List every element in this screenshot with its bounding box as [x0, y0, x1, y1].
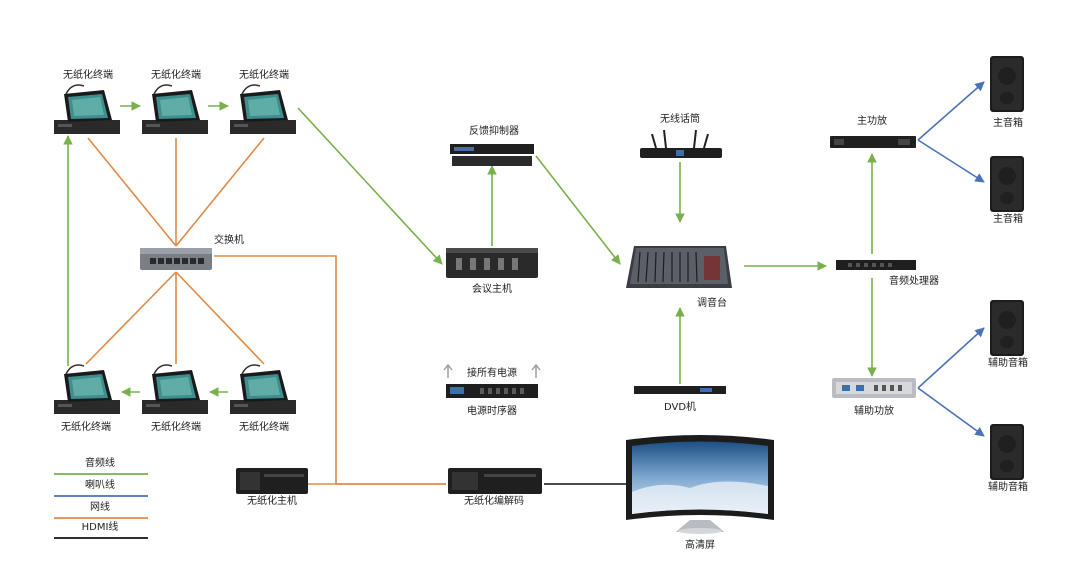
svg-text:无纸化终端: 无纸化终端 — [63, 68, 113, 81]
svg-text:无纸化主机: 无纸化主机 — [247, 494, 297, 507]
audio-arrow-t3-mixhost — [297, 107, 443, 265]
svg-text:会议主机: 会议主机 — [472, 282, 512, 295]
terminal-top-1: 无纸化终端 — [53, 68, 121, 135]
svg-text:主功放: 主功放 — [857, 114, 887, 127]
terminal-top-3: 无纸化终端 — [229, 68, 297, 135]
svg-text:接所有电源: 接所有电源 — [467, 366, 517, 379]
hd-screen: 高清屏 — [626, 435, 774, 551]
svg-text:音频处理器: 音频处理器 — [889, 274, 939, 287]
audio-processor: 音频处理器 — [836, 260, 939, 287]
conference-host: 会议主机 — [446, 248, 538, 295]
main-speaker-1: 主音箱 — [990, 56, 1024, 129]
spk-line-aux1 — [917, 327, 985, 389]
legend-label-speaker: 喇叭线 — [85, 478, 115, 491]
net-line-t3 — [175, 137, 265, 247]
svg-text:无纸化终端: 无纸化终端 — [151, 420, 201, 433]
svg-text:无纸化终端: 无纸化终端 — [151, 68, 201, 81]
terminal-top-2: 无纸化终端 — [141, 68, 209, 135]
audio-arrow-fbs-mixer — [535, 155, 621, 265]
svg-text:无纸化终端: 无纸化终端 — [239, 68, 289, 81]
terminal-bottom-1: 无纸化终端 — [53, 364, 121, 433]
terminal-bottom-3: 无纸化终端 — [229, 364, 297, 433]
legend-label-hdmi: HDMI线 — [82, 520, 119, 533]
terminal-bottom-2: 无纸化终端 — [141, 364, 209, 433]
aux-amplifier: 辅助功放 — [832, 378, 916, 417]
svg-text:无线话筒: 无线话筒 — [660, 112, 700, 125]
legend-label-audio: 音频线 — [85, 456, 115, 469]
net-line-t1 — [87, 137, 177, 247]
main-amplifier: 主功放 — [830, 114, 916, 148]
svg-text:电源时序器: 电源时序器 — [467, 404, 517, 417]
legend-label-network: 网线 — [90, 500, 110, 513]
mixer-console: 调音台 — [626, 246, 732, 309]
main-speaker-2: 主音箱 — [990, 156, 1024, 225]
net-line-b3 — [175, 271, 265, 365]
network-switch: 交换机 — [140, 233, 244, 270]
svg-text:无纸化编解码: 无纸化编解码 — [464, 494, 524, 507]
dvd-player: DVD机 — [634, 386, 726, 413]
svg-text:调音台: 调音台 — [697, 296, 727, 309]
svg-text:主音箱: 主音箱 — [993, 116, 1023, 129]
spk-line-aux2 — [917, 387, 985, 437]
svg-text:反馈抑制器: 反馈抑制器 — [469, 124, 519, 137]
legend: 音频线 喇叭线 网线 HDMI线 — [54, 456, 148, 539]
spk-line-main1 — [917, 81, 985, 141]
paperless-host: 无纸化主机 — [236, 468, 308, 507]
svg-text:辅助功放: 辅助功放 — [854, 404, 894, 417]
net-line-b1 — [85, 271, 177, 365]
aux-speaker-1: 辅助音箱 — [988, 300, 1028, 369]
paperless-codec: 无纸化编解码 — [448, 468, 542, 507]
power-sequencer: 接所有电源 电源时序器 — [443, 363, 541, 417]
svg-text:DVD机: DVD机 — [664, 400, 696, 413]
svg-text:无纸化终端: 无纸化终端 — [239, 420, 289, 433]
wireless-mic: 无线话筒 — [640, 112, 722, 158]
svg-text:辅助音箱: 辅助音箱 — [988, 356, 1028, 369]
svg-text:交换机: 交换机 — [214, 233, 244, 246]
feedback-suppressor: 反馈抑制器 — [450, 124, 534, 166]
svg-text:辅助音箱: 辅助音箱 — [988, 480, 1028, 493]
svg-text:高清屏: 高清屏 — [685, 538, 715, 551]
aux-speaker-2: 辅助音箱 — [988, 424, 1028, 493]
svg-text:主音箱: 主音箱 — [993, 212, 1023, 225]
svg-text:无纸化终端: 无纸化终端 — [61, 420, 111, 433]
net-line-codec — [214, 255, 446, 485]
spk-line-main2 — [917, 139, 985, 183]
